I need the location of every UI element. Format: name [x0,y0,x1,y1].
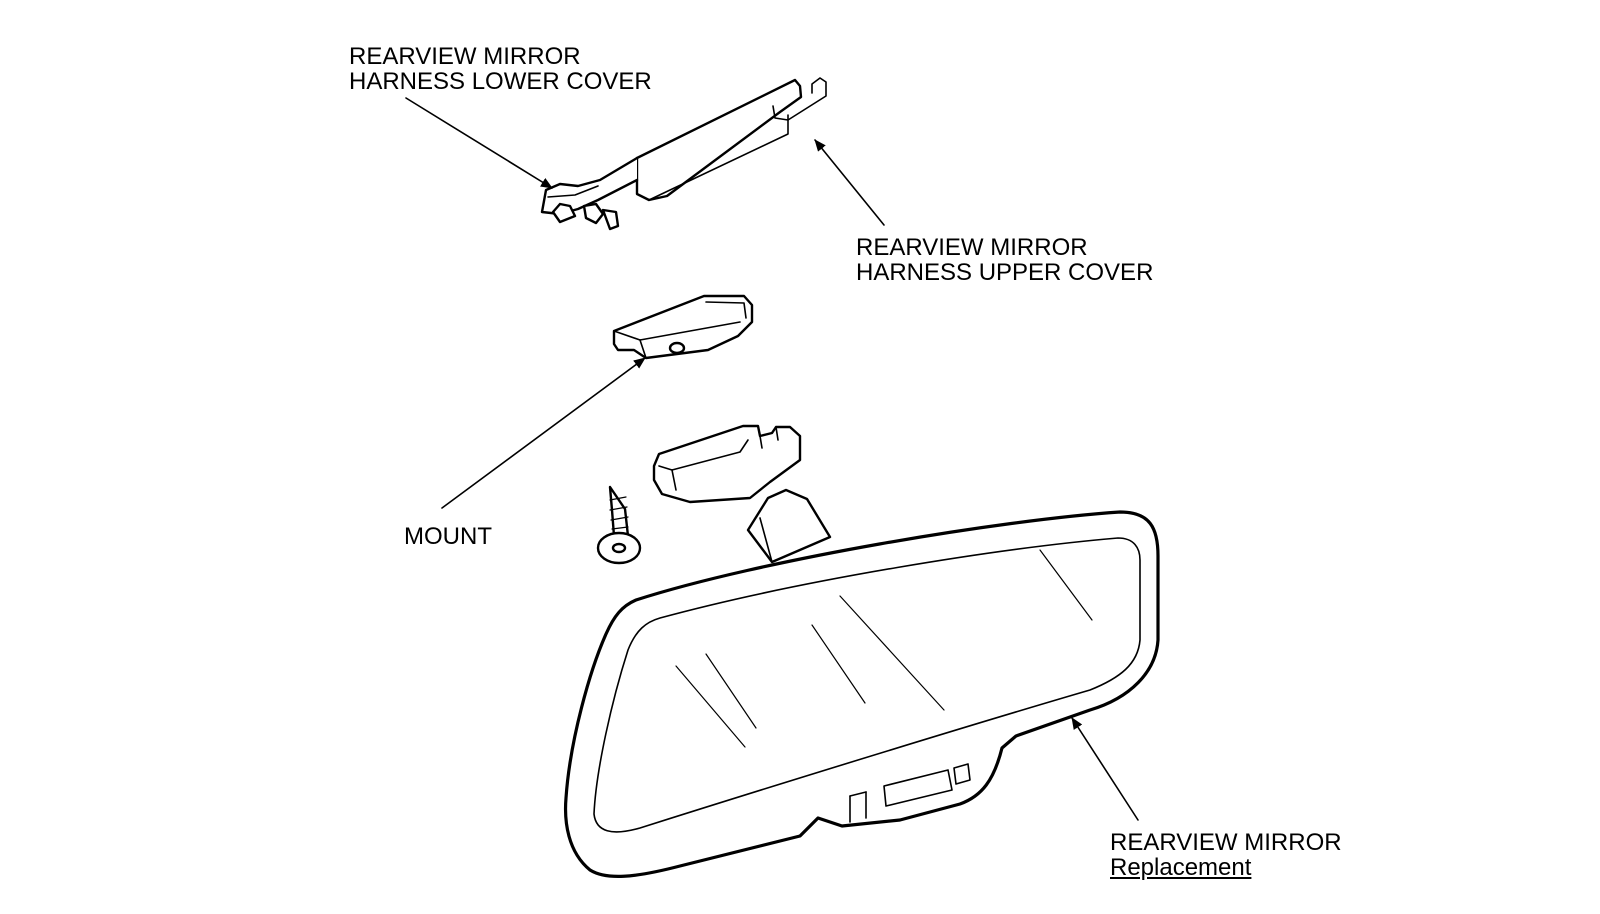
mirror-base-and-stem [652,424,832,564]
label-mount-text: MOUNT [404,523,492,550]
mount-part [612,294,754,360]
label-mount: MOUNT [404,524,492,549]
label-upper-cover-line2: HARNESS UPPER COVER [856,259,1154,286]
label-mirror-line1: REARVIEW MIRROR [1110,829,1342,856]
screw-part [596,485,642,565]
callout-leaders [405,97,1139,821]
mirror-body [563,510,1160,878]
harness-cover-assembly [540,77,827,231]
label-harness-upper-cover: REARVIEW MIRROR HARNESS UPPER COVER [856,235,1153,285]
label-rearview-mirror: REARVIEW MIRROR Replacement [1110,830,1342,880]
label-lower-cover-line1: REARVIEW MIRROR [349,43,581,70]
replacement-link[interactable]: Replacement [1110,854,1252,881]
label-upper-cover-line1: REARVIEW MIRROR [856,234,1088,261]
label-lower-cover-line2: HARNESS LOWER COVER [349,68,652,95]
label-harness-lower-cover: REARVIEW MIRROR HARNESS LOWER COVER [349,44,652,94]
